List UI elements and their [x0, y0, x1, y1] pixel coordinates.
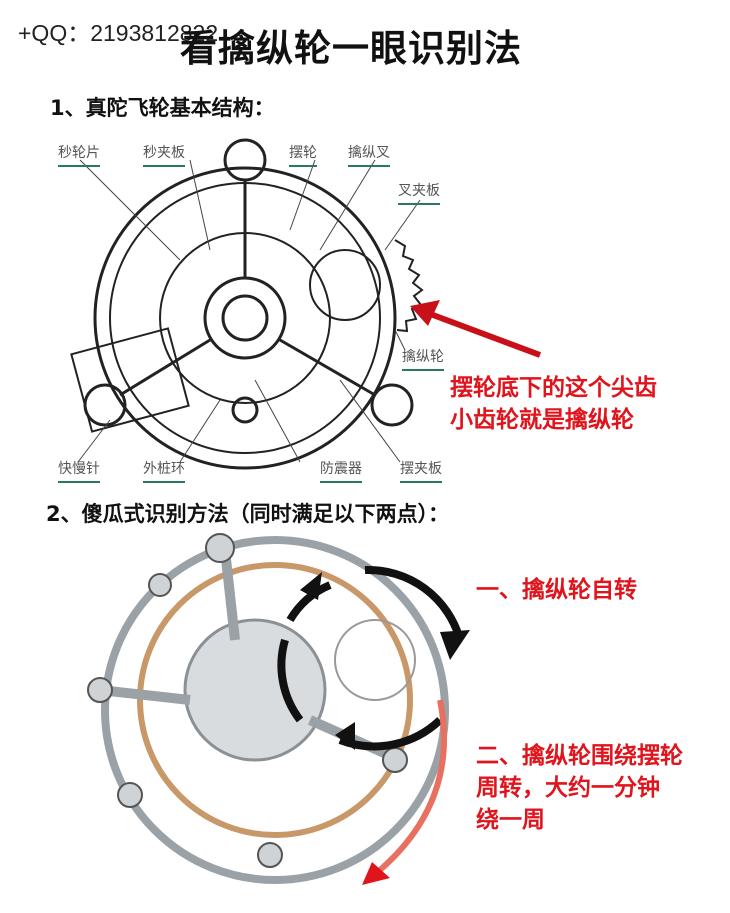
point1-escape-wheel-rotates: 一、擒纵轮自转	[476, 577, 637, 603]
watermark: +QQ：2193812822	[18, 20, 219, 46]
annotation-line: 小齿轮就是擒纵轮	[450, 407, 634, 433]
label-regulator: 快慢针	[58, 458, 100, 483]
label-stud-ring: 外桩环	[143, 458, 185, 483]
section2-heading: 2、傻瓜式识别方法（同时满足以下两点）：	[46, 502, 450, 526]
annotation-escape-wheel: 摆轮底下的这个尖齿 小齿轮就是擒纵轮	[450, 372, 657, 436]
point2-line: 二、擒纵轮围绕摆轮	[476, 743, 683, 769]
point2-line: 绕一周	[476, 807, 545, 833]
label-balance-bridge: 摆夹板	[400, 458, 442, 483]
annotation-line: 摆轮底下的这个尖齿	[450, 375, 657, 401]
label-second-bridge: 秒夹板	[143, 142, 185, 167]
label-shock-absorber: 防震器	[320, 458, 362, 483]
point2-escape-wheel-orbits: 二、擒纵轮围绕摆轮 周转，大约一分钟 绕一周	[476, 740, 683, 836]
point2-line: 周转，大约一分钟	[476, 775, 660, 801]
label-fork-bridge: 叉夹板	[398, 180, 440, 205]
page-title: 看擒纵轮一眼识别法	[180, 27, 522, 70]
label-pallet-fork: 擒纵叉	[348, 142, 390, 167]
section1-heading: 1、真陀飞轮基本结构：	[50, 96, 275, 120]
label-balance-wheel: 摆轮	[289, 142, 317, 167]
label-second-wheel: 秒轮片	[58, 142, 100, 167]
label-escape-wheel: 擒纵轮	[402, 346, 444, 371]
